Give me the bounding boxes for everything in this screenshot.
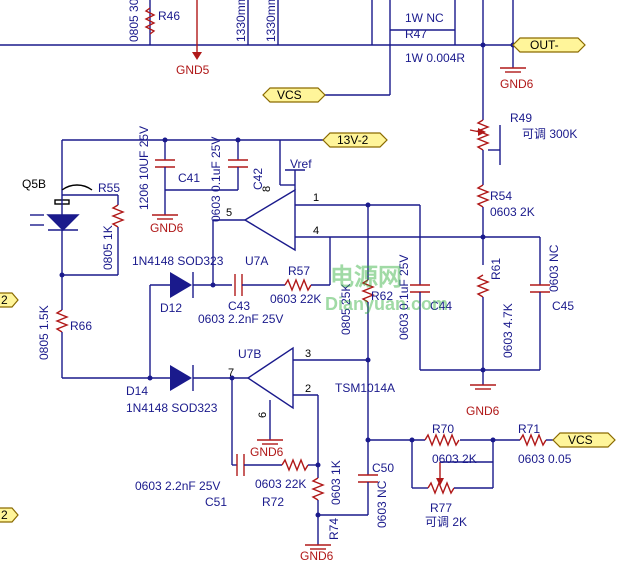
c45-value: 0603 NC <box>547 244 561 292</box>
net-flag-left-bot: 2 <box>0 507 19 523</box>
d12-value: 1N4148 SOD323 <box>132 254 224 268</box>
d14-ref: D14 <box>126 384 148 398</box>
pin-4: 4 <box>313 225 319 237</box>
svg-text:VCS: VCS <box>277 88 302 102</box>
r72-value: 0603 22K <box>255 477 306 491</box>
gnd6-u7b-label: GND6 <box>250 445 284 459</box>
r74-value: 0603 1K <box>329 460 343 505</box>
c50-value: 0603 NC <box>375 480 389 528</box>
gnd5-label: GND5 <box>176 63 210 77</box>
top-b-label: 1330mm <box>264 0 278 42</box>
r61-ref: R61 <box>489 258 503 280</box>
r47-value: 1W 0.004R <box>405 51 465 65</box>
pin-7: 7 <box>228 367 234 379</box>
gnd6-c41-label: GND6 <box>150 221 184 235</box>
net-flag-vcs-top: VCS <box>262 87 326 103</box>
r66-value: 0805 1.5K <box>37 305 51 360</box>
watermark-cn: 电源网 <box>330 264 402 291</box>
r55-ref: R55 <box>98 181 120 195</box>
net-flag-13v: 13V-2 <box>322 132 388 148</box>
d12-ref: D12 <box>160 301 182 315</box>
pin-1: 1 <box>313 192 319 204</box>
c51-r72 <box>232 454 321 476</box>
net-flag-vcs-right: VCS <box>552 432 616 448</box>
r46-value: 0805 30 <box>127 0 141 42</box>
c44-value: 0603 0.1uF 25V <box>397 255 411 340</box>
c51-value: 0603 2.2nF 25V <box>135 479 220 493</box>
u7b-part: TSM1014A <box>335 381 395 395</box>
pin-5: 5 <box>226 207 232 219</box>
c44-ref: C44 <box>430 299 452 313</box>
u7a-ref: U7A <box>245 254 268 268</box>
r57-ref: R57 <box>288 264 310 278</box>
svg-text:13V-2: 13V-2 <box>337 133 369 147</box>
r61-value: 0603 4.7K <box>501 303 515 358</box>
r62-c44 <box>361 202 430 440</box>
r66-ref: R66 <box>70 319 92 333</box>
c43-value: 0603 2.2nF 25V <box>198 312 283 326</box>
r74-ref: R74 <box>327 518 341 540</box>
supply-left <box>61 137 330 220</box>
r62-ref: R62 <box>371 289 393 303</box>
c41-ref: C41 <box>178 171 200 185</box>
c41-value: 1206 10UF 25V <box>137 126 151 210</box>
r70-value: 0603 2K <box>432 452 477 466</box>
d14-value: 1N4148 SOD323 <box>126 401 218 415</box>
r72-ref: R72 <box>262 495 284 509</box>
r49-value: 可调 300K <box>522 127 577 141</box>
r71-ref: R71 <box>518 422 540 436</box>
gnd6-top-label: GND6 <box>500 77 534 91</box>
d12-diode <box>170 272 232 298</box>
c43-ref: C43 <box>228 299 250 313</box>
top-bus <box>0 0 526 120</box>
c50-ref: C50 <box>372 461 394 475</box>
r70-r71-r77 <box>365 433 560 495</box>
q5b-optocoupler <box>30 184 125 278</box>
net-flag-left-mid: 2 <box>0 292 19 308</box>
r49-ref: R49 <box>510 111 532 125</box>
r57-value: 0603 22K <box>270 292 321 306</box>
r49-r54-chain <box>318 119 550 390</box>
gnd6-r61-label: GND6 <box>466 404 500 418</box>
r62-value: 0805 25K <box>339 284 353 335</box>
r47-ref: R47 <box>405 27 427 41</box>
r77-ref: R77 <box>430 501 452 515</box>
r47-nc: 1W NC <box>405 11 444 25</box>
r66-resistor <box>55 275 170 381</box>
r54-ref: R54 <box>490 189 512 203</box>
c51-ref: C51 <box>205 495 227 509</box>
vref-label: Vref <box>290 157 312 171</box>
svg-text:2: 2 <box>1 508 8 522</box>
net-flag-out-minus: OUT- <box>512 37 586 53</box>
r46-ref: R46 <box>158 9 180 23</box>
r74-c50 <box>305 440 378 550</box>
c45-ref: C45 <box>552 299 574 313</box>
r55-value: 0805 1K <box>101 225 115 270</box>
pin-6: 6 <box>257 412 269 418</box>
r70-ref: R70 <box>432 422 454 436</box>
svg-text:VCS: VCS <box>568 433 593 447</box>
pin-3: 3 <box>305 348 311 360</box>
watermark-en: Dianyuan.com <box>325 294 448 314</box>
pin-2: 2 <box>305 383 311 395</box>
c42-ref: C42 <box>251 168 265 190</box>
top-a-label: 1330mm <box>234 0 248 42</box>
q5b-ref: Q5B <box>22 177 46 191</box>
r54-value: 0603 2K <box>490 205 535 219</box>
u7b-ref: U7B <box>238 347 261 361</box>
svg-text:2: 2 <box>1 293 8 307</box>
watermark: 电源网 Dianyuan.com <box>325 264 448 314</box>
u7a-opamp <box>210 169 420 296</box>
r77-value: 可调 2K <box>425 515 467 529</box>
svg-text:OUT-: OUT- <box>530 38 559 52</box>
u7b-opamp <box>229 346 371 465</box>
gnd6-bottom-label: GND6 <box>300 549 334 562</box>
r71-value: 0603 0.05 <box>518 452 572 466</box>
pin-8: 8 <box>261 186 273 192</box>
c42-value: 0603 0.1uF 25V <box>209 137 223 222</box>
d14-diode <box>170 365 248 391</box>
